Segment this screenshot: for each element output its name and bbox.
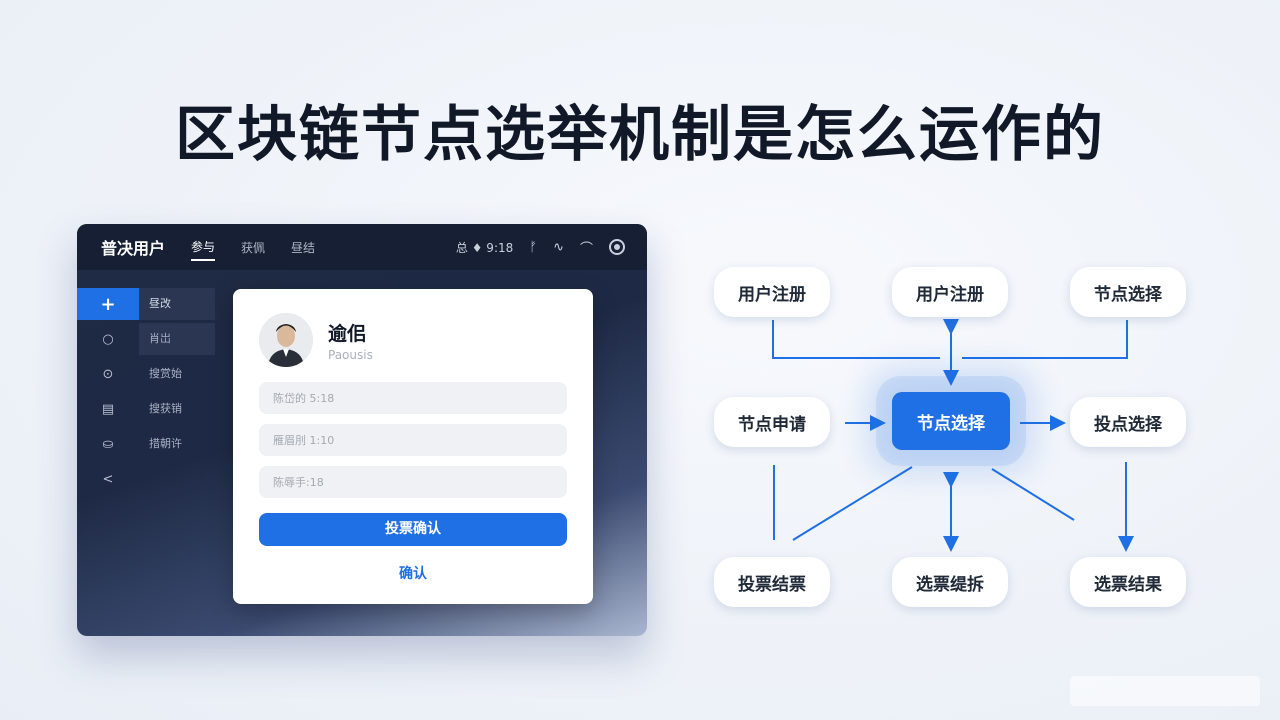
sidebar-item-3[interactable]: ▤ 搜获销 [77,393,217,425]
input-field-1[interactable] [259,382,567,414]
tab-results[interactable]: 昼结 [291,240,316,255]
watermark [1070,676,1260,706]
database-icon: ▤ [101,401,115,417]
profile-role: Paousis [328,348,373,362]
wave-icon[interactable]: ∿ [553,239,564,255]
node-ballot-split: 选票缇拆 [892,557,1008,607]
sidebar-item-label: 措朝许 [149,437,182,450]
sidebar-item-label: 搜赏始 [149,367,182,380]
signal-icon[interactable]: ᚠ [529,239,538,255]
vote-confirm-button[interactable]: 投票确认 [259,513,567,546]
app-header: 普决用户 参与 获佩 昼结 总 ♦ 9:18 ᚠ ∿ ⌒ [77,224,647,270]
input-field-3[interactable] [259,466,567,498]
plus-icon: + [77,288,139,320]
connector-top-right [962,320,1128,359]
target-icon: ⊙ [102,366,114,382]
connector-center-bot-left [792,466,913,541]
archive-icon: ⛀ [102,436,114,452]
sidebar-item-4[interactable]: ⛀ 措朝许 [77,428,217,460]
node-node-apply: 节点申请 [714,397,830,447]
node-node-select-center: 节点选择 [892,392,1010,450]
sidebar-item-label: 肖岀 [139,323,215,355]
sidebar: + 昼改 ○ 肖岀 ⊙ 搜赏始 ▤ 搜获销 ⛀ 措朝许 < [77,288,217,498]
sidebar-item-back[interactable]: < [77,463,217,495]
header-actions: 总 ♦ 9:18 ᚠ ∿ ⌒ [456,224,625,270]
connector-center-bot-right [991,468,1075,521]
connector-top-left [772,320,940,359]
sidebar-item-0[interactable]: + 昼改 [77,288,217,320]
node-vote-result: 选票结果 [1070,557,1186,607]
status-text: 总 ♦ 9:18 [455,240,514,255]
node-vote-tally: 投票结票 [714,557,830,607]
back-icon: < [102,471,114,487]
input-field-2[interactable] [259,424,567,456]
confirm-link[interactable]: 确认 [399,566,427,582]
app-name: 普决用户 [101,239,166,258]
profile-photo [259,313,313,367]
node-vote-select: 投点选择 [1070,397,1186,447]
sidebar-item-1[interactable]: ○ 肖岀 [77,323,217,355]
sidebar-item-label: 昼改 [139,288,215,320]
profile-card: 逾佀 Paousis 投票确认 确认 [233,289,593,604]
sidebar-item-label: 搜获销 [149,402,182,415]
circle-icon: ○ [102,331,114,347]
page-title: 区块链节点选举机制是怎么运作的 [175,100,1105,170]
tab-rewards[interactable]: 获佩 [241,240,266,255]
node-node-select-top: 节点选择 [1070,267,1186,317]
node-user-register-1: 用户注册 [714,267,830,317]
node-user-register-2: 用户注册 [892,267,1008,317]
user-avatar-icon[interactable] [609,239,625,255]
tab-participate[interactable]: 参与 [191,234,216,261]
sidebar-item-2[interactable]: ⊙ 搜赏始 [77,358,217,390]
bell-icon[interactable]: ⌒ [579,241,593,257]
app-window: 普决用户 参与 获佩 昼结 总 ♦ 9:18 ᚠ ∿ ⌒ + 昼改 ○ 肖岀 ⊙… [77,224,647,636]
profile-name: 逾佀 [328,323,367,345]
